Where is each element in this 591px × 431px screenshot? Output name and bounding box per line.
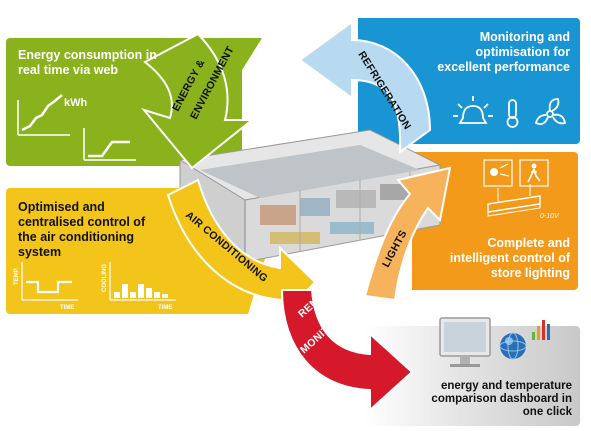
sun-bell-icon (453, 96, 493, 124)
light-bar-icon: 0-10V (487, 184, 560, 220)
voltage-range-label: 0-10V (540, 213, 560, 220)
energy-chart-icon (17, 94, 136, 161)
remote-panel-text: energy and temperature comparison dashbo… (431, 380, 572, 418)
refrigeration-panel-text: Monitoring and optimisation for excellen… (437, 30, 570, 74)
svg-text:COOLING: COOLING (102, 264, 108, 292)
remote-monitoring-arrow (280, 289, 414, 413)
thermometer-icon (506, 99, 519, 128)
energy-panel-text: Energy consumption in real time via web (18, 48, 157, 77)
globe-icon (499, 332, 527, 360)
svg-text:TIME: TIME (60, 305, 74, 311)
temp-chart-icon: TEMP TIME (14, 262, 78, 311)
person-icon (519, 159, 549, 187)
energy-kwh-label: kWh (64, 97, 88, 109)
lamp-icon (483, 159, 513, 187)
bar-chart-icon (532, 320, 550, 340)
fan-icon (534, 98, 567, 126)
energy-environment-arrow (141, 32, 255, 170)
lights-arrow (363, 166, 452, 302)
monitor-icon (439, 317, 491, 367)
cooling-chart-icon: COOLING TIME (102, 262, 176, 311)
svg-text:TEMP: TEMP (14, 268, 20, 285)
refrigeration-arrow (298, 20, 432, 155)
svg-text:TIME: TIME (158, 305, 172, 311)
lights-panel-text: Complete and intelligent control of stor… (449, 236, 570, 280)
air-conditioning-panel-text: Optimised and centralised control of the… (18, 200, 146, 259)
